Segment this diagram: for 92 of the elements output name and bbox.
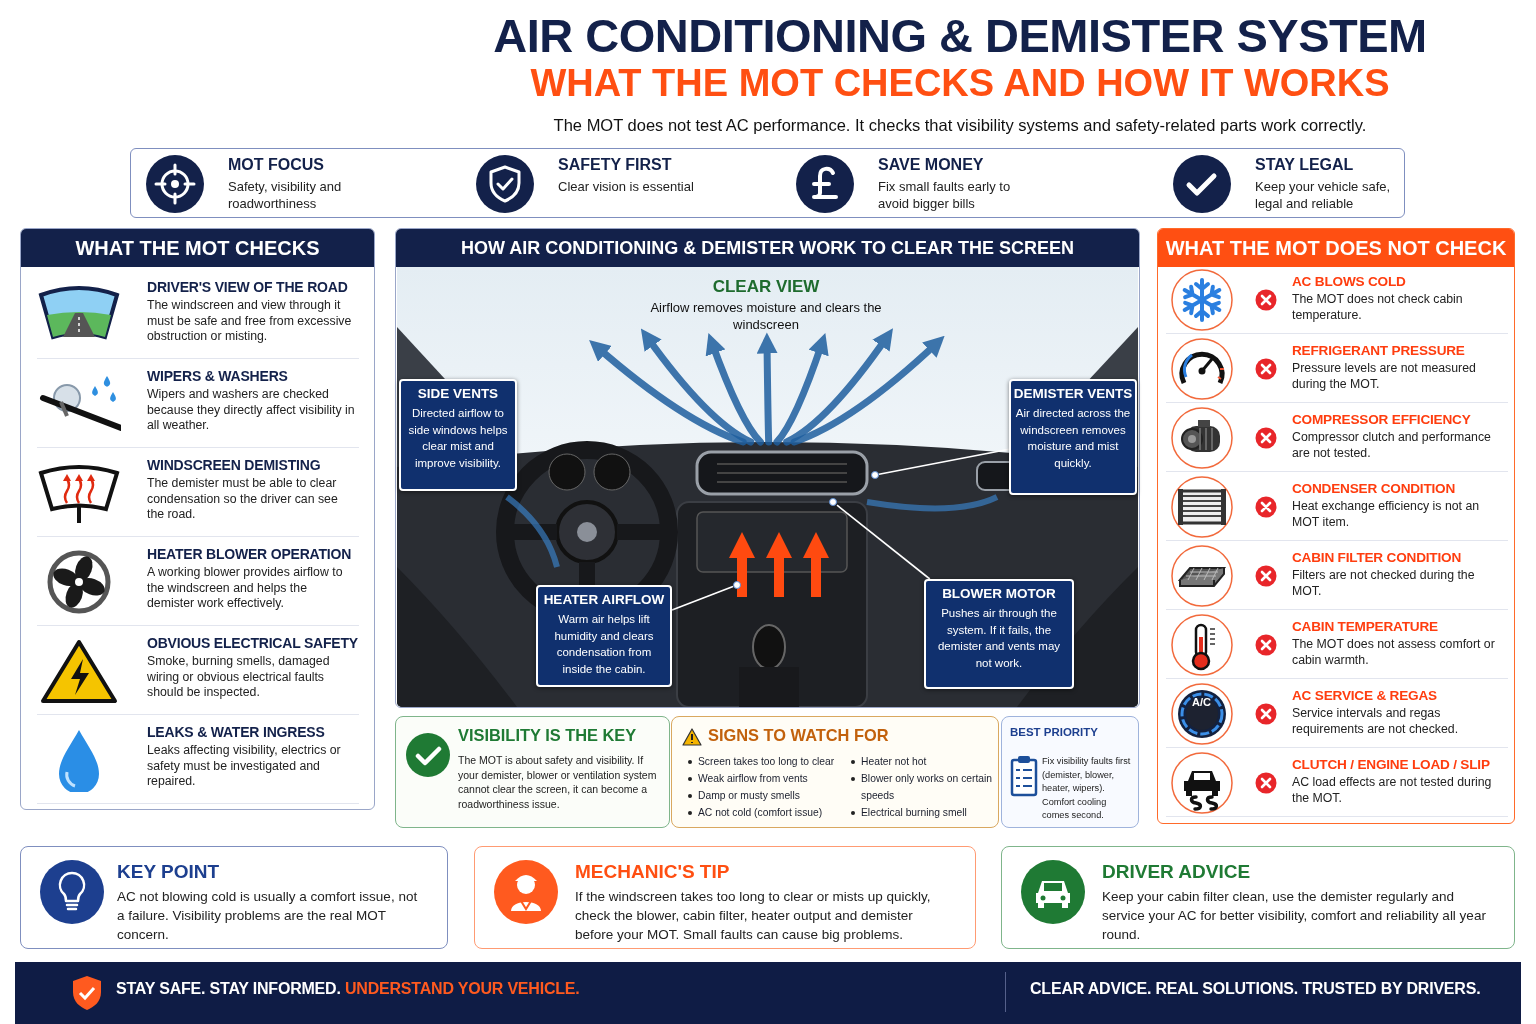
- bullet-item: Damp or musty smells: [698, 790, 800, 801]
- item-text: The windscreen and view through it must be safe and free from excessive obstruction or misting.: [147, 298, 353, 345]
- panel-header: WHAT THE MOT CHECKS: [21, 229, 374, 267]
- item-heading: CABIN TEMPERATURE: [1292, 618, 1439, 635]
- card-heading: KEY POINT: [117, 861, 220, 883]
- feature-text: Fix small faults early to avoid bigger bills: [878, 178, 1012, 212]
- item-heading: CONDENSER CONDITION: [1292, 480, 1457, 497]
- card-heading: DRIVER ADVICE: [1102, 861, 1251, 883]
- callout-box: [924, 579, 1074, 689]
- bullet-item: Heater not hot: [861, 756, 927, 767]
- item-text: A working blower provides airflow to the windscreen and helps the demister work effectively.: [147, 565, 344, 612]
- intro-text: The MOT does not test AC performance. It checks that visibility systems and safety-related parts work correctly.: [552, 116, 1368, 135]
- bullet-item: Screen takes too long to clear: [698, 756, 835, 767]
- leader-line: [878, 448, 1010, 475]
- feature-heading: SAFETY FIRST: [558, 156, 672, 174]
- tip-card: [1001, 846, 1515, 949]
- feature-heading: MOT FOCUS: [228, 156, 324, 174]
- callout-text: Pushes air through the system. If it fails, the demister and vents may not work.: [936, 606, 1062, 671]
- tip-card: [671, 716, 999, 828]
- item-heading: OBVIOUS ELECTRICAL SAFETY: [147, 635, 359, 652]
- pointer-dot: [829, 498, 837, 506]
- item-heading: CLUTCH / ENGINE LOAD / SLIP: [1292, 756, 1491, 773]
- item-heading: WIPERS & WASHERS: [147, 368, 289, 385]
- panel-header: WHAT THE MOT DOES NOT CHECK: [1158, 229, 1514, 267]
- item-text: Heat exchange efficiency is not an MOT item.: [1292, 499, 1481, 530]
- callout-box: [1009, 379, 1137, 495]
- feature-bar: [130, 148, 1405, 218]
- callout-heading: BLOWER MOTOR: [941, 586, 1057, 601]
- item-heading: AC BLOWS COLD: [1292, 273, 1407, 290]
- callout-text: Directed airflow to side windows helps clear mist and improve visibility.: [407, 406, 509, 471]
- title: AIR CONDITIONING & DEMISTER SYSTEM: [492, 8, 1428, 63]
- leader-line: [671, 585, 734, 611]
- item-text: Service intervals and regas requirements are not checked.: [1292, 706, 1460, 737]
- item-text: Filters are not checked during the MOT.: [1292, 568, 1476, 599]
- callout-box: [399, 379, 517, 491]
- item-text: Pressure levels are not measured during the MOT.: [1292, 361, 1477, 392]
- footer-slogan: STAY SAFE. STAY INFORMED. UNDERSTAND YOUR VEHICLE.: [116, 980, 580, 998]
- tip-card: [20, 846, 448, 949]
- item-text: Smoke, burning smells, damaged wiring or obvious electrical faults should be inspected.: [147, 654, 331, 701]
- feature-heading: STAY LEGAL: [1255, 156, 1354, 174]
- bullet-item: Weak airflow from vents: [698, 773, 808, 784]
- item-text: Wipers and washers are checked because they directly affect visibility in all weather.: [147, 387, 356, 434]
- item-heading: HEATER BLOWER OPERATION: [147, 546, 353, 563]
- card-heading: VISIBILITY IS THE KEY: [458, 726, 637, 745]
- feature-text: Clear vision is essential: [558, 178, 695, 195]
- tip-card: [395, 716, 670, 828]
- card-text: The MOT is about safety and visibility. If your demister, blower or ventilation system cannot clear the screen, it can become a roadworthiness issue.: [458, 753, 658, 811]
- bullet-item: Blower only works on certain speeds: [861, 773, 993, 801]
- item-text: Leaks affecting visibility, electrics or safety must be investigated and repaired.: [147, 743, 342, 790]
- card-text: If the windscreen takes too long to clear or mists up quickly, check the blower, cabin filter, heater output and demister before your MOT. Small faults can cause big problems.: [575, 888, 932, 944]
- feature-heading: SAVE MONEY: [878, 156, 984, 174]
- item-heading: DRIVER'S VIEW OF THE ROAD: [147, 279, 349, 296]
- item-heading: COMPRESSOR EFFICIENCY: [1292, 411, 1472, 428]
- callout-text: Air directed across the windscreen removes moisture and mist quickly.: [1014, 406, 1132, 471]
- exclusions-panel: [1157, 228, 1515, 824]
- checks-panel: [20, 228, 375, 810]
- callout-heading: HEATER AIRFLOW: [542, 592, 666, 607]
- item-heading: WINDSCREEN DEMISTING: [147, 457, 322, 474]
- feature-text: Keep your vehicle safe, legal and reliable: [1255, 178, 1392, 212]
- callout-heading: SIDE VENTS: [416, 386, 500, 401]
- icon-text: A/C: [1192, 696, 1211, 708]
- card-text: Keep your cabin filter clean, use the demister regularly and service your AC for better visibility, comfort and reliability all year round.: [1102, 888, 1486, 944]
- callout-text: Warm air helps lift humidity and clears condensation from inside the cabin.: [553, 612, 655, 677]
- item-text: Compressor clutch and performance are not tested.: [1292, 430, 1492, 461]
- tip-card: [1001, 716, 1139, 828]
- card-heading: BEST PRIORITY: [1010, 726, 1098, 738]
- item-text: The MOT does not check cabin temperature.: [1292, 292, 1464, 323]
- card-text: Fix visibility faults first (demister, blower, heater, wipers). Comfort cooling comes second.: [1042, 755, 1132, 822]
- subtitle: WHAT THE MOT CHECKS AND HOW IT WORKS: [529, 62, 1391, 105]
- item-text: The demister must be able to clear condensation so the driver can see the road.: [147, 476, 339, 523]
- pointer-dot: [733, 581, 741, 589]
- item-heading: REFRIGERANT PRESSURE: [1292, 342, 1466, 359]
- leader-line: [836, 504, 931, 580]
- tip-card: [474, 846, 976, 949]
- callout-box: [536, 585, 672, 687]
- panel-header: HOW AIR CONDITIONING & DEMISTER WORK TO CLEAR THE SCREEN: [396, 229, 1139, 267]
- card-heading: MECHANIC'S TIP: [575, 861, 730, 883]
- item-heading: CABIN FILTER CONDITION: [1292, 549, 1463, 566]
- item-heading: LEAKS & WATER INGRESS: [147, 724, 326, 741]
- item-text: The MOT does not assess comfort or cabin warmth.: [1292, 637, 1496, 668]
- callout-heading: DEMISTER VENTS: [1013, 386, 1133, 401]
- card-heading: SIGNS TO WATCH FOR: [708, 726, 889, 745]
- bullet-item: AC not cold (comfort issue): [698, 807, 823, 818]
- feature-text: Safety, visibility and roadworthiness: [228, 178, 343, 212]
- item-heading: AC SERVICE & REGAS: [1292, 687, 1438, 704]
- card-text: AC not blowing cold is usually a comfort issue, not a failure. Visibility problems are the real MOT concern.: [117, 888, 419, 944]
- bullet-item: Electrical burning smell: [861, 807, 967, 818]
- footer-slogan: CLEAR ADVICE. REAL SOLUTIONS. TRUSTED BY DRIVERS.: [1030, 980, 1481, 998]
- item-text: AC load effects are not tested during the MOT.: [1292, 775, 1493, 806]
- callout-text: Airflow removes moisture and clears the windscreen: [649, 299, 883, 333]
- pointer-dot: [871, 471, 879, 479]
- callout-heading: CLEAR VIEW: [711, 277, 821, 297]
